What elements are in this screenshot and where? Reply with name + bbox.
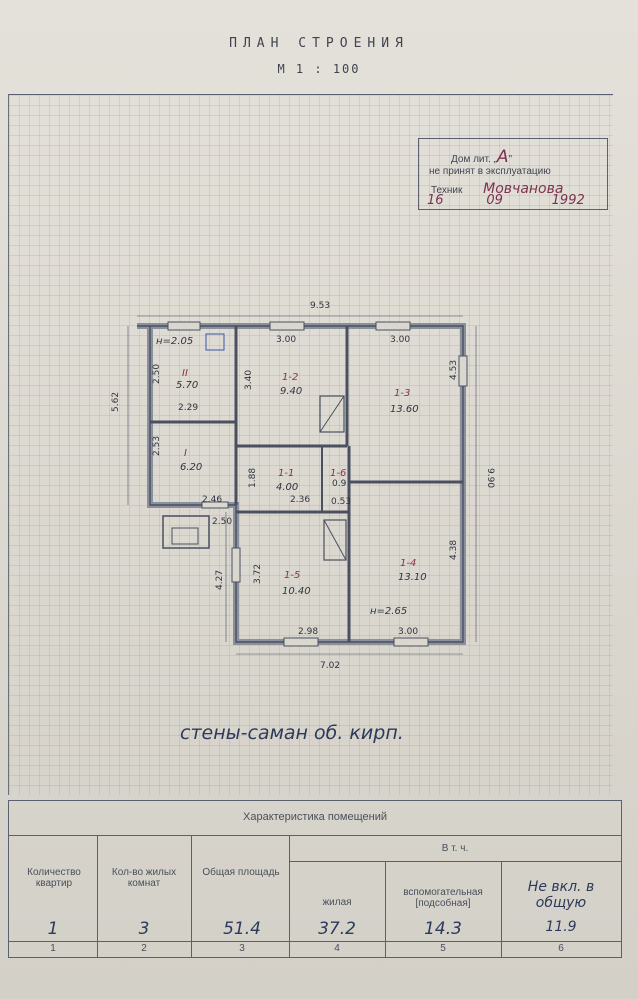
wall-measure: 1.88 [248, 468, 258, 488]
table-title: Характеристика помещений [243, 811, 387, 823]
col-number: 3 [239, 943, 245, 954]
wall-measure: 3.72 [253, 564, 263, 584]
room-area: 6.20 [180, 462, 202, 473]
stamp-not-accepted: не принят в эксплуатацию [429, 166, 551, 177]
value-total-area: 51.4 [223, 919, 261, 939]
value-rooms: 3 [138, 919, 150, 939]
value-living: 37.2 [318, 919, 356, 939]
room-id: 1-5 [284, 570, 300, 581]
col-number: 5 [440, 943, 446, 954]
room-area: 10.40 [282, 586, 311, 597]
wall-measure: 3.40 [244, 370, 254, 390]
wall-measure: 2.98 [298, 627, 318, 637]
col-number: 6 [558, 943, 564, 954]
col-number: 4 [334, 943, 340, 954]
col-header-rooms: Кол-во жилых комнат [111, 867, 177, 889]
room-area: 5.70 [176, 380, 198, 391]
ceiling-height-2: н=2.65 [370, 606, 407, 617]
stamp-technician-label: Техник [431, 185, 463, 196]
col-header-living: жилая [322, 897, 352, 908]
dim-top-width: 9.53 [310, 301, 330, 311]
room-area: 13.10 [398, 572, 427, 583]
wall-measure: 3.00 [276, 335, 296, 345]
col-header-auxiliary: вспомогательная [подсобная] [403, 887, 483, 909]
stamp-month: 09 [486, 193, 503, 208]
room-id: 1-6 [330, 468, 346, 479]
dim-left-height: 5.62 [111, 392, 121, 412]
col-header-total-area: Общая площадь [202, 867, 280, 878]
wall-measure: 0.53 [331, 497, 351, 507]
characteristics-table: Характеристика помещений В т. ч. Количес… [8, 800, 622, 958]
room-id: 1-1 [278, 468, 294, 479]
room-area: 9.40 [280, 386, 302, 397]
stamp-signature: Мовчанова [483, 181, 564, 197]
col-number: 1 [50, 943, 56, 954]
dim-porch-width: 2.50 [212, 517, 232, 527]
stamp-house-prefix: Дом лит. „ [451, 154, 497, 165]
col-number: 2 [141, 943, 147, 954]
room-area: 13.60 [390, 404, 419, 415]
wall-measure: 0.9 [332, 479, 347, 489]
dim-right-height: 9.90 [485, 468, 495, 488]
room-id: II [182, 368, 188, 379]
stamp-day: 16 [427, 193, 444, 208]
table-incl-header: В т. ч. [441, 843, 469, 854]
room-area: 4.00 [276, 482, 298, 493]
value-excluded: 11.9 [545, 919, 577, 935]
acceptance-stamp: Дом лит. „А" не принят в эксплуатацию Те… [418, 138, 608, 210]
dim-bottom-width: 7.02 [320, 661, 340, 671]
room-id: 1-2 [282, 372, 298, 383]
wall-material-note: стены-саман об. кирп. [180, 722, 404, 744]
wall-measure: 2.36 [290, 495, 310, 505]
room-id: 1-4 [400, 558, 416, 569]
plan-scale: М 1 : 100 [277, 62, 361, 76]
stamp-house-letter: А [496, 147, 509, 167]
wall-measure: 3.00 [390, 335, 410, 345]
value-apartments: 1 [47, 919, 59, 939]
wall-measure: 4.53 [449, 360, 459, 380]
dim-left-lower-height: 4.27 [215, 570, 225, 590]
wall-measure: 2.29 [178, 403, 198, 413]
plan-title: ПЛАН СТРОЕНИЯ [229, 36, 409, 51]
wall-measure: 3.00 [398, 627, 418, 637]
value-auxiliary: 14.3 [424, 919, 462, 939]
wall-measure: 4.38 [449, 540, 459, 560]
col-header-apartments: Количество квартир [27, 867, 81, 889]
plan-walls [127, 315, 477, 655]
room-id: I [184, 448, 187, 459]
stamp-house-suffix: " [508, 154, 513, 165]
col-header-excluded: Не вкл. в общую [527, 879, 595, 911]
ceiling-height-1: н=2.05 [156, 336, 193, 347]
room-id: 1-3 [394, 388, 410, 399]
wall-measure: 2.53 [152, 436, 162, 456]
wall-measure: 2.50 [152, 364, 162, 384]
wall-measure: 2.46 [202, 495, 222, 505]
stamp-year: 1992 [551, 193, 585, 208]
